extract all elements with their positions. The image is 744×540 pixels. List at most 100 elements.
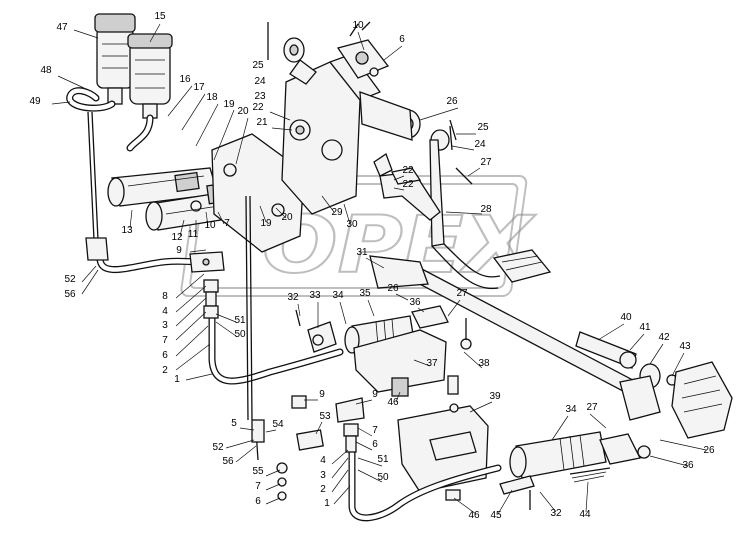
callout-31: 31 xyxy=(356,247,368,258)
hose-fittings xyxy=(85,22,531,510)
callout-10: 10 xyxy=(352,20,364,31)
callout-2: 2 xyxy=(320,484,326,495)
callout-4: 4 xyxy=(162,306,168,317)
callout-10: 10 xyxy=(204,220,216,231)
callout-36: 36 xyxy=(682,460,694,471)
callout-26: 26 xyxy=(703,445,715,456)
callout-54: 54 xyxy=(272,419,284,430)
callout-27: 27 xyxy=(456,288,468,299)
callout-22: 22 xyxy=(252,102,264,113)
rubber-boot xyxy=(671,361,733,439)
callout-24: 24 xyxy=(254,76,266,87)
callout-13: 13 xyxy=(121,225,133,236)
callout-20: 20 xyxy=(237,106,249,117)
callout-52: 52 xyxy=(212,442,224,453)
callout-9: 9 xyxy=(319,389,325,400)
callout-37: 37 xyxy=(426,358,438,369)
callout-6: 6 xyxy=(162,350,168,361)
callout-24: 24 xyxy=(474,139,486,150)
callout-42: 42 xyxy=(658,332,670,343)
callout-46: 46 xyxy=(468,510,480,521)
callout-6: 6 xyxy=(399,34,405,45)
callout-47: 47 xyxy=(56,22,68,33)
callout-40: 40 xyxy=(620,312,632,323)
callout-1: 1 xyxy=(174,374,180,385)
callout-8: 8 xyxy=(162,291,168,302)
callout-53: 53 xyxy=(319,411,331,422)
callout-12: 12 xyxy=(171,232,183,243)
callout-9: 9 xyxy=(176,245,182,256)
callout-17: 17 xyxy=(193,82,205,93)
callout-22: 22 xyxy=(402,179,414,190)
callout-33: 33 xyxy=(309,290,321,301)
callout-51: 51 xyxy=(377,454,389,465)
callout-6: 6 xyxy=(372,439,378,450)
callout-26: 26 xyxy=(446,96,458,107)
callout-25: 25 xyxy=(477,122,489,133)
callout-51: 51 xyxy=(234,315,246,326)
slave-cylinder-upper xyxy=(307,305,472,397)
brake-fluid-reservoirs xyxy=(94,13,173,119)
callout-26: 26 xyxy=(387,283,399,294)
callout-28: 28 xyxy=(480,204,492,215)
callout-3: 3 xyxy=(320,470,326,481)
callout-19: 19 xyxy=(260,218,272,229)
callout-32: 32 xyxy=(287,292,299,303)
callout-50: 50 xyxy=(377,472,389,483)
callout-52: 52 xyxy=(64,274,76,285)
callout-27: 27 xyxy=(480,157,492,168)
callout-11: 11 xyxy=(188,229,199,240)
callout-44: 44 xyxy=(579,509,591,520)
slave-cylinder-lower xyxy=(397,405,651,495)
callout-43: 43 xyxy=(679,341,691,352)
callout-7: 7 xyxy=(162,335,168,346)
pedal-pivot-bracket xyxy=(359,91,473,185)
callout-7: 7 xyxy=(224,218,230,229)
callout-32: 32 xyxy=(550,508,562,519)
callout-5: 5 xyxy=(231,418,237,429)
callout-34: 34 xyxy=(565,404,577,415)
switch-assembly xyxy=(336,21,390,79)
callout-34: 34 xyxy=(332,290,344,301)
callout-20: 20 xyxy=(281,212,293,223)
callout-39: 39 xyxy=(489,391,501,402)
callout-15: 15 xyxy=(154,11,166,22)
callout-50: 50 xyxy=(234,329,246,340)
callout-16: 16 xyxy=(179,74,191,85)
leader-lines xyxy=(51,23,707,515)
callout-25: 25 xyxy=(252,60,264,71)
callout-7: 7 xyxy=(255,481,261,492)
callout-6: 6 xyxy=(255,496,261,507)
callout-55: 55 xyxy=(252,466,264,477)
brake-pedal-levers xyxy=(373,139,552,290)
callout-56: 56 xyxy=(64,289,76,300)
callout-49: 49 xyxy=(29,96,41,107)
callout-35: 35 xyxy=(359,288,371,299)
callout-45: 45 xyxy=(490,510,502,521)
callout-30: 30 xyxy=(346,219,358,230)
callout-22: 22 xyxy=(402,165,414,176)
reservoir-hoses xyxy=(66,87,154,241)
callout-7: 7 xyxy=(372,425,378,436)
callout-21: 21 xyxy=(256,117,268,128)
callout-41: 41 xyxy=(639,322,651,333)
callout-27: 27 xyxy=(586,402,598,413)
callout-9: 9 xyxy=(372,389,378,400)
hydraulic-hoses xyxy=(96,195,502,522)
callout-18: 18 xyxy=(206,92,218,103)
callout-38: 38 xyxy=(478,358,490,369)
callout-46: 46 xyxy=(387,397,399,408)
callout-1: 1 xyxy=(324,498,330,509)
callout-3: 3 xyxy=(162,320,168,331)
callout-2: 2 xyxy=(162,365,168,376)
pedal-box-panel xyxy=(281,37,382,215)
callout-36: 36 xyxy=(409,297,421,308)
callout-23: 23 xyxy=(254,91,266,102)
callout-56: 56 xyxy=(222,456,234,467)
callout-29: 29 xyxy=(331,207,343,218)
callout-48: 48 xyxy=(40,65,52,76)
callout-4: 4 xyxy=(320,455,326,466)
callout-19: 19 xyxy=(223,99,235,110)
